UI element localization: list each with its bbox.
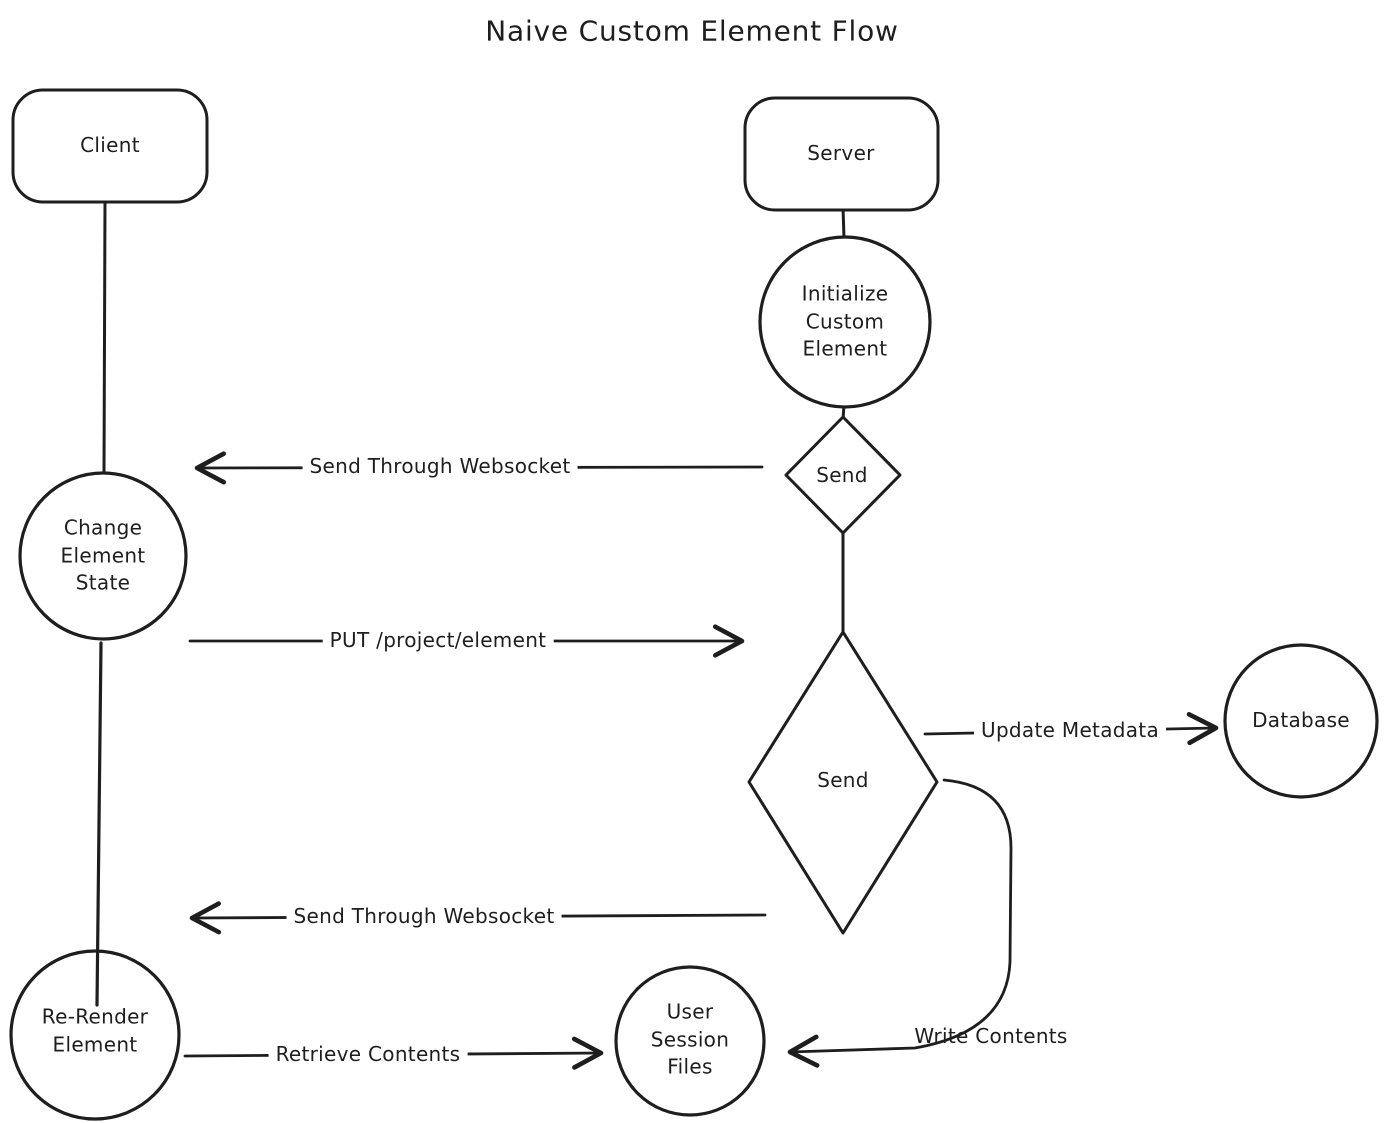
re-render-element-circle bbox=[9, 949, 181, 1121]
update-metadata-label: Update Metadata bbox=[974, 717, 1166, 743]
send-through-websocket-bottom-label: Send Through Websocket bbox=[286, 903, 562, 929]
write-contents-curve-arrow bbox=[787, 778, 1013, 1068]
write-contents-label: Write Contents bbox=[914, 1024, 1068, 1048]
user-session-files-circle bbox=[614, 965, 766, 1117]
send-websocket-diamond bbox=[784, 415, 902, 535]
server-label: Server bbox=[807, 141, 875, 166]
client-label: Client bbox=[80, 133, 140, 158]
initialize-custom-element-circle bbox=[758, 235, 932, 409]
server-to-initialize-line bbox=[841, 205, 846, 240]
client-to-change-state-line bbox=[102, 199, 107, 476]
send-main-diamond-label: Send bbox=[817, 768, 869, 793]
diagram-title: Naive Custom Element Flow bbox=[485, 14, 899, 48]
send-websocket-diamond-label: Send bbox=[816, 463, 868, 488]
change-state-to-re-render-line bbox=[95, 641, 103, 1007]
change-element-state-label: Change Element State bbox=[60, 515, 146, 595]
initialize-custom-element-label: Initialize Custom Element bbox=[801, 281, 889, 361]
server-box bbox=[743, 96, 940, 212]
send-main-diamond bbox=[747, 630, 939, 935]
database-label: Database bbox=[1252, 708, 1350, 733]
send-through-websocket-top-label: Send Through Websocket bbox=[302, 453, 578, 479]
database-circle bbox=[1223, 643, 1379, 799]
client-box bbox=[11, 88, 209, 204]
put-project-element-label: PUT /project/element bbox=[322, 627, 554, 653]
re-render-element-label: Re-Render Element bbox=[41, 1004, 149, 1056]
user-session-files-label: User Session Files bbox=[650, 999, 730, 1079]
retrieve-contents-label: Retrieve Contents bbox=[268, 1041, 468, 1067]
change-element-state-circle bbox=[18, 471, 188, 641]
